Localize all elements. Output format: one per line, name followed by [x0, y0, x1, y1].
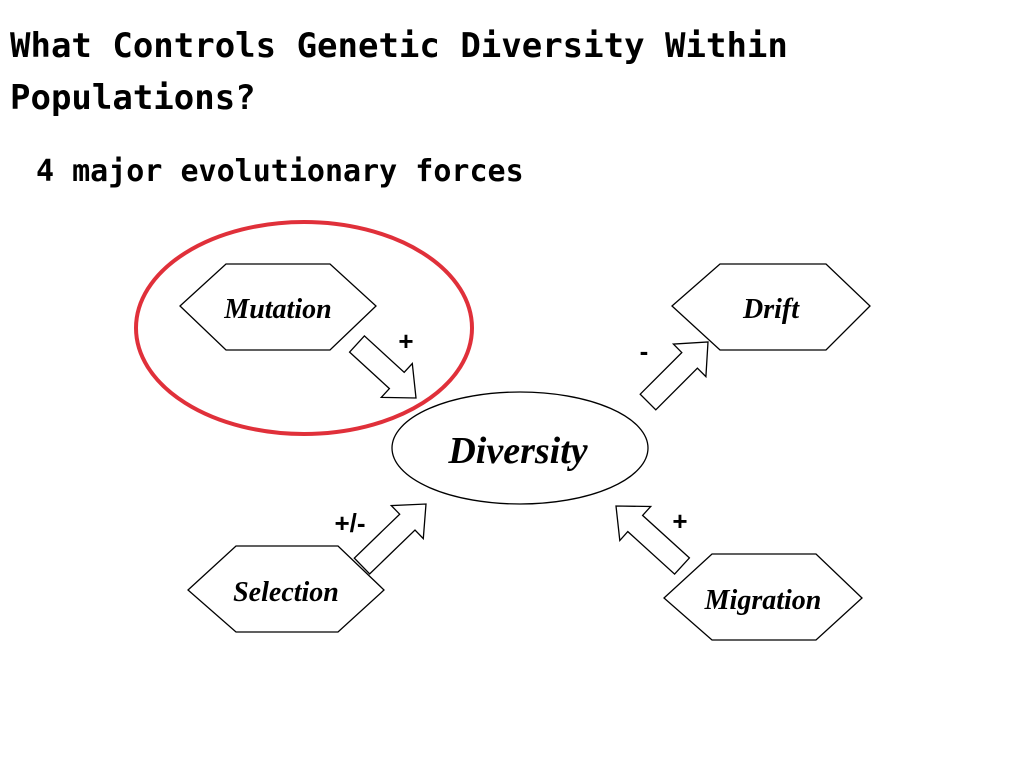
slide-title: What Controls Genetic Diversity Within P… [10, 20, 1010, 124]
migration-arrow [615, 505, 691, 576]
selection-label: Selection [233, 577, 339, 608]
force-node-migration: Migration [663, 553, 863, 641]
center-node-diversity: Diversity [391, 391, 649, 505]
slide-title-line-2: Populations? [10, 78, 256, 118]
selection-hexagon [187, 545, 385, 633]
mutation-effect-sign: + [398, 326, 413, 356]
drift-arrow [639, 341, 709, 411]
migration-hexagon [663, 553, 863, 641]
migration-label: Migration [704, 585, 822, 616]
selection-effect-sign: +/- [334, 508, 365, 538]
force-node-mutation: Mutation [179, 263, 377, 351]
mutation-hexagon [179, 263, 377, 351]
diversity-ellipse [391, 391, 649, 505]
diversity-label: Diversity [447, 430, 587, 472]
force-arrows [348, 334, 709, 576]
mutation-highlight-circle [134, 220, 474, 436]
drift-label: Drift [742, 294, 800, 325]
selection-arrow [353, 503, 427, 575]
slide-subtitle: 4 major evolutionary forces [36, 154, 524, 189]
force-node-drift: Drift [671, 263, 871, 351]
slide-title-line-1: What Controls Genetic Diversity Within [10, 26, 788, 66]
drift-hexagon [671, 263, 871, 351]
migration-effect-sign: + [672, 506, 687, 536]
mutation-arrow [348, 334, 417, 399]
mutation-label: Mutation [223, 294, 331, 325]
drift-effect-sign: - [640, 336, 649, 366]
force-node-selection: Selection [187, 545, 385, 633]
